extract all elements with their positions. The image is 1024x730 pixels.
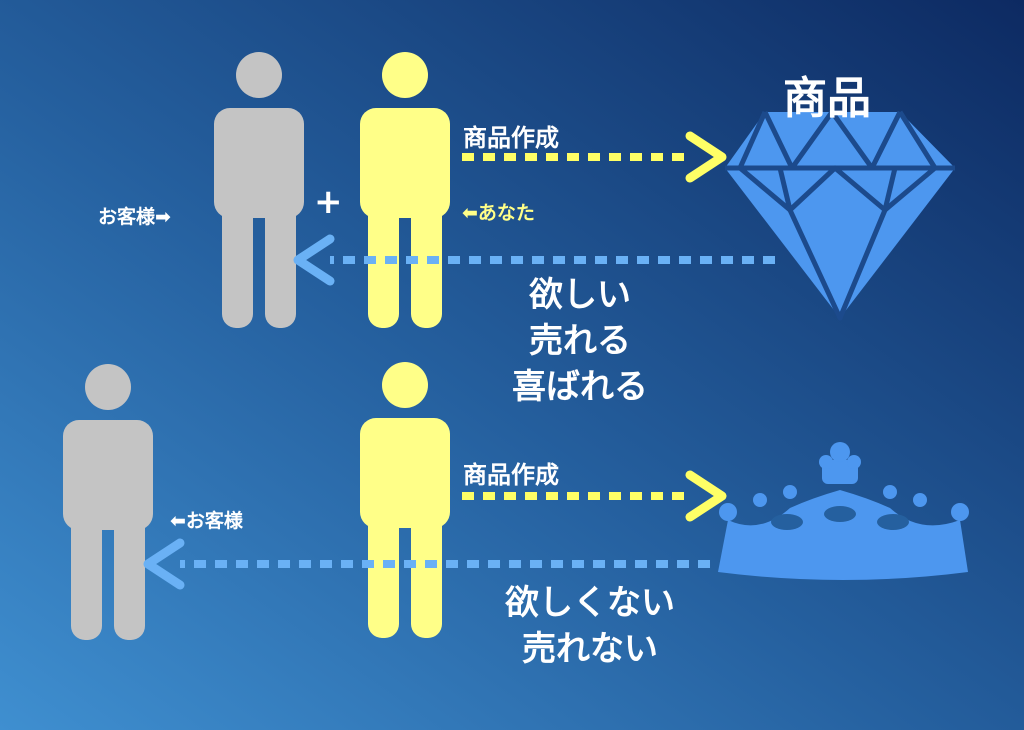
result-line: 売れる [529, 321, 631, 361]
customer-label-top: お客様➡ [98, 202, 171, 229]
arrow-left-icon: ⬅ [462, 202, 478, 224]
you-person-icon-bottom [360, 362, 450, 638]
result-line: 売れない [522, 629, 658, 669]
result-text-bottom: 欲しくない 売れない [480, 580, 700, 672]
customer-person-icon-top [214, 52, 304, 328]
arrow-right-icon [462, 470, 727, 522]
you-person-icon-top [360, 52, 450, 328]
result-line: 欲しい [529, 275, 631, 315]
customer-label-bottom: ⬅お客様 [170, 506, 243, 533]
you-label-text: あなた [477, 202, 535, 224]
create-product-label-bottom: 商品作成 [463, 461, 559, 489]
arrow-left-icon [293, 234, 775, 286]
arrow-left-icon: ⬅ [170, 510, 186, 532]
plus-sign: + [314, 182, 343, 222]
result-line: 欲しくない [505, 583, 675, 623]
crown-icon [718, 442, 969, 580]
arrow-right-icon: ➡ [155, 206, 171, 228]
customer-person-icon-bottom [63, 364, 153, 640]
result-text-top: 欲しい 売れる 喜ばれる [480, 272, 680, 410]
customer-label-text: お客様 [185, 510, 243, 532]
arrow-left-icon [143, 538, 710, 590]
product-title: 商品 [783, 73, 871, 124]
you-label: ⬅あなた [462, 198, 535, 225]
customer-label-text: お客様 [98, 206, 156, 228]
arrow-right-icon [462, 131, 727, 183]
create-product-label-top: 商品作成 [463, 124, 559, 152]
diamond-icon [725, 109, 955, 321]
result-line: 喜ばれる [512, 367, 648, 407]
